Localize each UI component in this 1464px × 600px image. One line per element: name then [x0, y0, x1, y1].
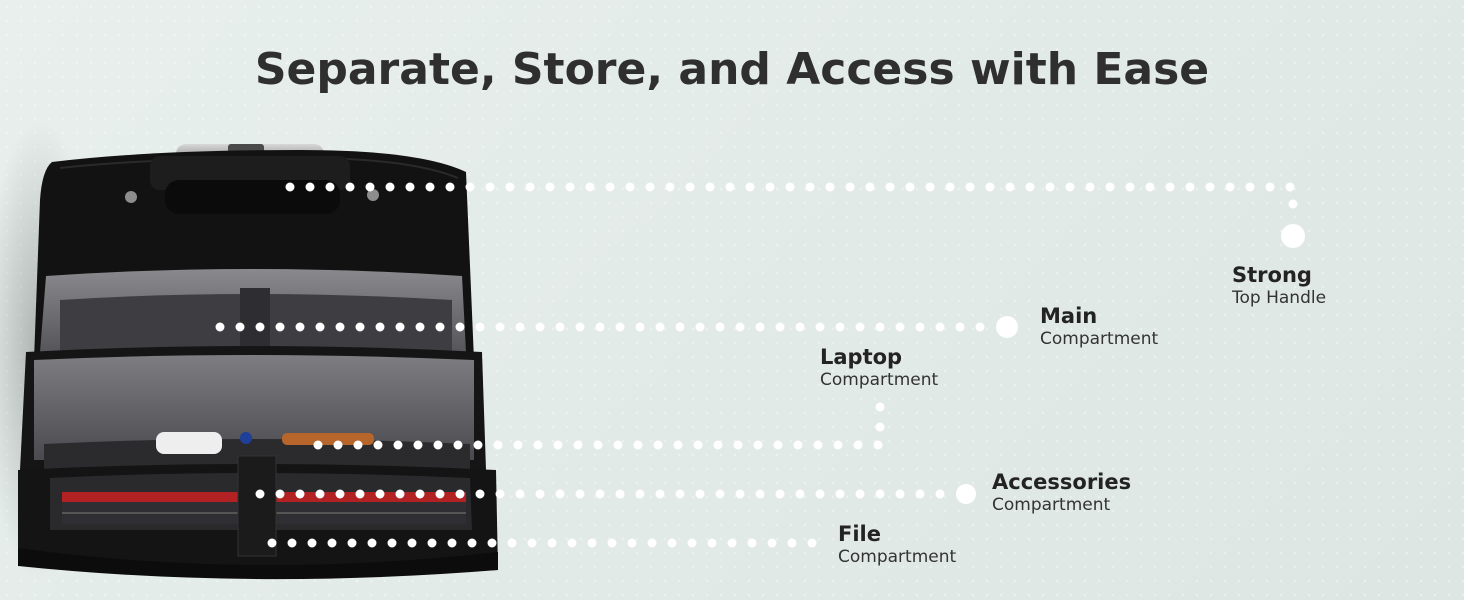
- callout-laptop: Laptop Compartment: [820, 347, 938, 389]
- page-title: Separate, Store, and Access with Ease: [254, 44, 1210, 95]
- callout-title: File: [838, 522, 881, 546]
- callout-line-laptop: [313, 400, 885, 450]
- callout-main: Main Compartment: [1040, 306, 1158, 348]
- callout-subtitle: Compartment: [838, 547, 957, 567]
- callout-file: File Compartment: [838, 524, 956, 566]
- callout-title: Main: [1040, 304, 1098, 328]
- callout-endpoint-main: [996, 316, 1018, 338]
- briefcase-illustration: [0, 120, 498, 580]
- callout-line-strong: [285, 182, 1298, 215]
- callout-subtitle: Top Handle: [1232, 288, 1327, 308]
- callout-endpoint-strong: [1281, 224, 1305, 248]
- callout-strong: Strong Top Handle: [1232, 265, 1326, 307]
- callout-title: Strong: [1232, 263, 1312, 287]
- callout-accessories: Accessories Compartment: [992, 472, 1131, 514]
- callout-subtitle: Compartment: [820, 370, 939, 390]
- callout-subtitle: Compartment: [992, 495, 1111, 515]
- callout-subtitle: Compartment: [1040, 329, 1159, 349]
- callout-endpoint-accessories: [956, 484, 976, 504]
- callout-title: Accessories: [992, 470, 1132, 494]
- callout-title: Laptop: [820, 345, 903, 369]
